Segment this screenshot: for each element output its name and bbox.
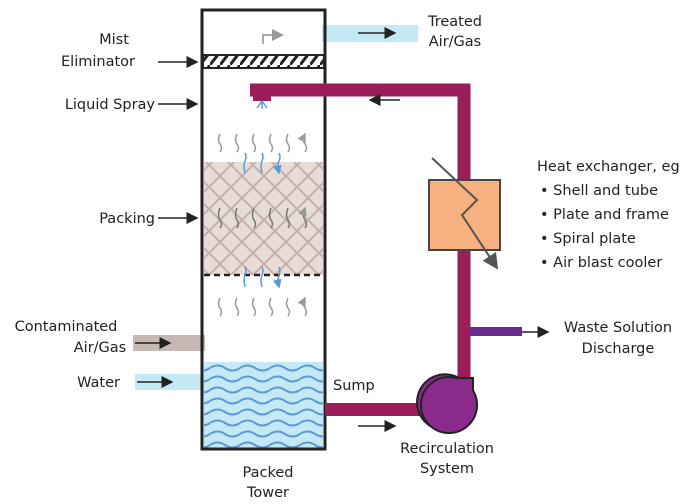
mist-label: Mist: [99, 32, 129, 48]
waste-label: Waste Solution: [564, 320, 672, 336]
mist-eliminator: [202, 54, 325, 69]
recirculation-pipe: [250, 83, 471, 385]
packed-tower: [200, 8, 327, 451]
spray-nozzle: [253, 93, 271, 101]
hx-title: Heat exchanger, eg: [537, 159, 680, 175]
svg-text:• Shell and tube: • Shell and tube: [540, 183, 658, 199]
contaminated-label: Contaminated: [15, 319, 118, 335]
liquid-spray-label: Liquid Spray: [65, 97, 156, 113]
packing-bed: [204, 162, 323, 275]
sump-label: Sump: [333, 378, 375, 394]
mist-label-2: Eliminator: [61, 54, 135, 70]
contaminated-label-2: Air/Gas: [74, 340, 126, 356]
packed-label-2: Tower: [246, 485, 289, 501]
sump-pipe: [325, 403, 425, 416]
treated-label-2: Air/Gas: [429, 34, 481, 50]
hx-list: • Shell and tube • Plate and frame • Spi…: [540, 183, 669, 271]
water-label: Water: [77, 375, 120, 391]
waste-discharge-pipe: [470, 327, 522, 336]
svg-text:• Spiral plate: • Spiral plate: [540, 231, 636, 247]
liquid-flow-arrows: [243, 152, 280, 287]
heat-exchanger: [428, 179, 501, 251]
svg-text:• Plate and frame: • Plate and frame: [540, 207, 669, 223]
recirc-label: Recirculation: [400, 441, 494, 457]
packing-label: Packing: [99, 211, 155, 227]
svg-text:• Air blast cooler: • Air blast cooler: [540, 255, 662, 271]
treated-label: Treated: [427, 14, 482, 30]
packed-label: Packed: [243, 465, 294, 481]
recirc-label-2: System: [420, 461, 474, 477]
gas-flow-arrows: [217, 134, 307, 317]
waste-label-2: Discharge: [582, 341, 655, 357]
sump-water: [204, 362, 323, 448]
